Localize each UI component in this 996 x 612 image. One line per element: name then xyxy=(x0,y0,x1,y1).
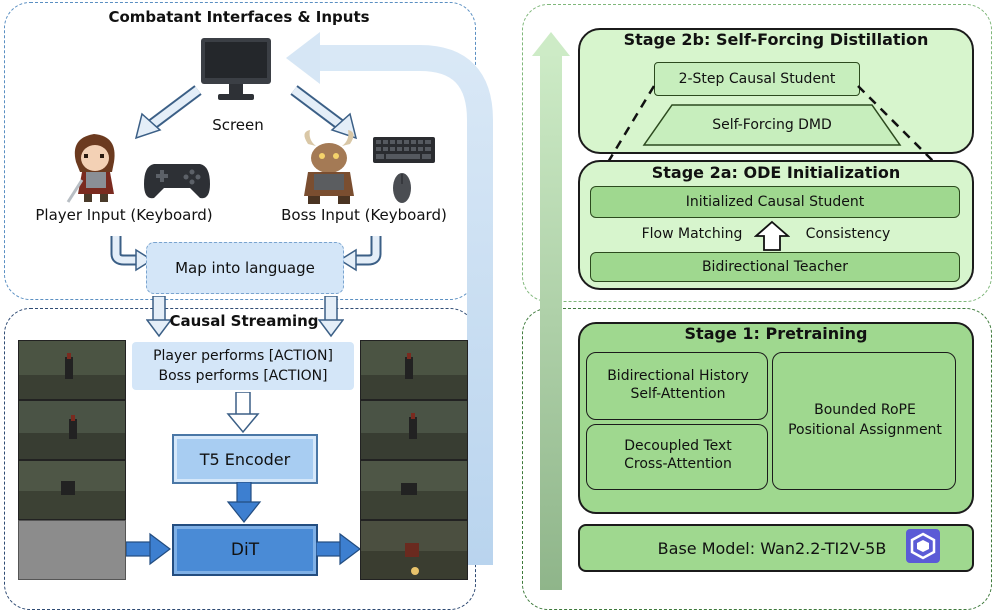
stage1-title: Stage 1: Pretraining xyxy=(684,324,868,343)
player-to-map-arrow xyxy=(110,236,154,272)
text-attention-line2: Cross-Attention xyxy=(624,456,732,472)
history-attention-box xyxy=(586,352,768,420)
stage2-panel xyxy=(522,4,992,302)
boss-input-label: Boss Input (Keyboard) xyxy=(281,206,447,224)
stage1-panel xyxy=(522,308,992,610)
dit-box xyxy=(172,524,318,576)
t5-to-dit-arrow xyxy=(226,482,262,523)
ode-up-arrow xyxy=(754,220,790,251)
keyboard-icon xyxy=(373,137,435,163)
mouse-icon xyxy=(393,173,411,203)
input-frame-3 xyxy=(18,460,126,520)
player-action-text: Player performs [ACTION] xyxy=(153,348,333,364)
boss-action-text: Boss performs [ACTION] xyxy=(158,368,328,384)
player-input-label: Player Input (Keyboard) xyxy=(35,206,213,224)
self-forcing-dmd-trapezoid xyxy=(642,104,902,146)
history-attention-line1: Bidirectional History xyxy=(607,368,749,384)
text-attention-box xyxy=(586,424,768,490)
dit-to-output-arrow xyxy=(316,532,361,566)
two-step-student-box: 2-Step Causal Student xyxy=(654,62,860,96)
gamepad-icon xyxy=(144,164,210,199)
text-attention-line1: Decoupled Text xyxy=(624,438,732,454)
consistency-label: Consistency xyxy=(805,226,891,242)
map-down-arrow-right xyxy=(318,296,344,338)
bounded-rope-box xyxy=(772,352,956,490)
map-into-language-box: Map into language xyxy=(146,242,344,294)
action-prompt-box xyxy=(132,342,354,390)
bidirectional-teacher-box: Bidirectional Teacher xyxy=(590,252,960,282)
input-frame-1 xyxy=(18,340,126,400)
map-down-arrow-left xyxy=(146,296,172,338)
base-model-label: Base Model: Wan2.2-TI2V-5B xyxy=(657,538,887,558)
noise-to-dit-arrow xyxy=(126,532,171,566)
initialized-student-box: Initialized Causal Student xyxy=(590,186,960,218)
screen-label: Screen xyxy=(212,116,264,134)
history-attention-line2: Self-Attention xyxy=(630,386,726,402)
noise-frame xyxy=(18,520,126,580)
boss-character-icon xyxy=(304,130,354,204)
training-progress-arrow xyxy=(532,32,570,590)
output-frame-1 xyxy=(360,340,468,400)
wan-logo-icon xyxy=(906,529,940,563)
stage2a-title: Stage 2a: ODE Initialization xyxy=(651,163,901,182)
output-frame-2 xyxy=(360,400,468,460)
bounded-rope-line2: Positional Assignment xyxy=(788,422,942,438)
bounded-rope-line1: Bounded RoPE xyxy=(814,402,916,418)
output-frame-3 xyxy=(360,460,468,520)
self-forcing-dmd-label: Self-Forcing DMD xyxy=(712,117,832,133)
flow-matching-label: Flow Matching xyxy=(641,226,743,242)
screen-to-player-arrow xyxy=(134,85,202,140)
boss-to-map-arrow xyxy=(338,236,382,272)
stage2b-title: Stage 2b: Self-Forcing Distillation xyxy=(623,30,929,49)
monitor-icon xyxy=(201,38,271,100)
combatant-panel-title: Combatant Interfaces & Inputs xyxy=(108,8,370,26)
action-to-t5-arrow xyxy=(226,392,260,434)
t5-encoder-label: T5 Encoder xyxy=(199,449,291,469)
output-frame-4 xyxy=(360,520,468,580)
player-character-icon xyxy=(66,134,115,203)
input-frame-2 xyxy=(18,400,126,460)
causal-streaming-title: Causal Streaming xyxy=(169,312,319,330)
dit-label: DiT xyxy=(230,540,260,560)
